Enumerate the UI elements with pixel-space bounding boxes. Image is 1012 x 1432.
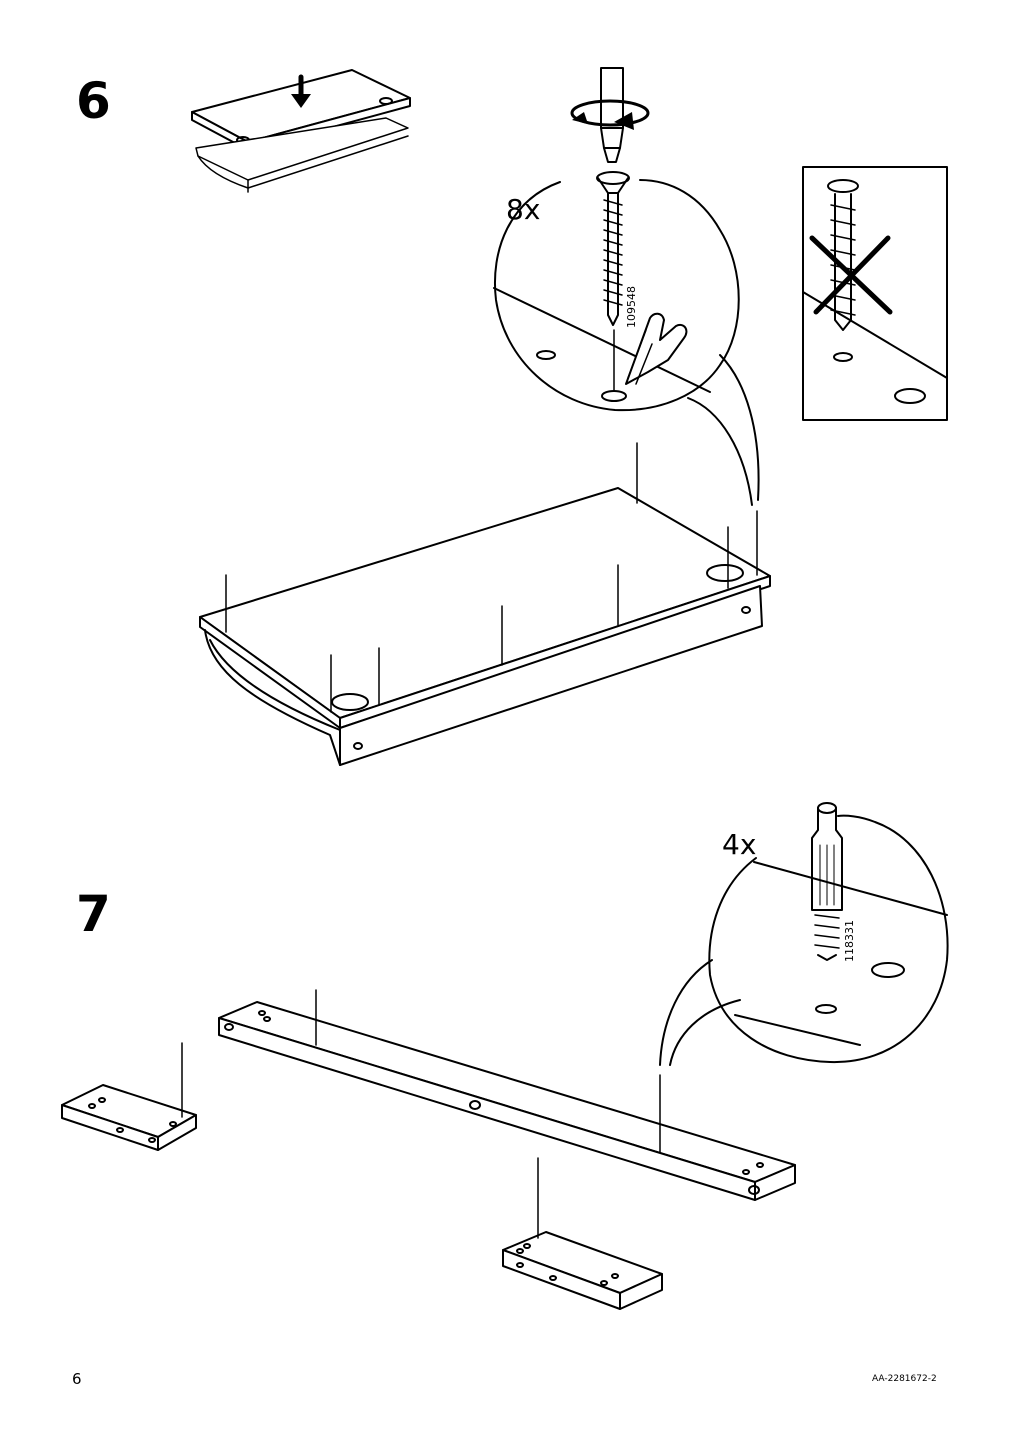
- page-number: 6: [72, 1370, 82, 1388]
- part-number-109548: 109548: [625, 286, 638, 328]
- long-rail: [219, 990, 795, 1200]
- step6-detail-circle: [494, 180, 759, 505]
- pointing-finger-icon: [626, 314, 686, 384]
- quantity-label-4x: 4x: [722, 828, 757, 861]
- step7-detail-circle: [660, 816, 948, 1065]
- document-code: AA-2281672-2: [872, 1374, 937, 1384]
- down-arrow-icon: [291, 77, 311, 108]
- screw-icon: [597, 172, 629, 325]
- wrong-way-inset: [803, 167, 947, 420]
- cross-mark-icon: [812, 238, 890, 312]
- part-number-118331: 118331: [843, 920, 856, 962]
- tabletop-assembly: [200, 443, 770, 765]
- screwdriver-icon: [601, 68, 623, 162]
- clockwise-rotation-arrow-icon: [572, 101, 648, 130]
- step-number-7: 7: [76, 885, 111, 943]
- dowel-icon: [812, 803, 842, 960]
- quantity-label-8x: 8x: [506, 193, 541, 226]
- block-left: [62, 1043, 196, 1150]
- block-right: [503, 1158, 662, 1309]
- step-number-6: 6: [76, 72, 111, 130]
